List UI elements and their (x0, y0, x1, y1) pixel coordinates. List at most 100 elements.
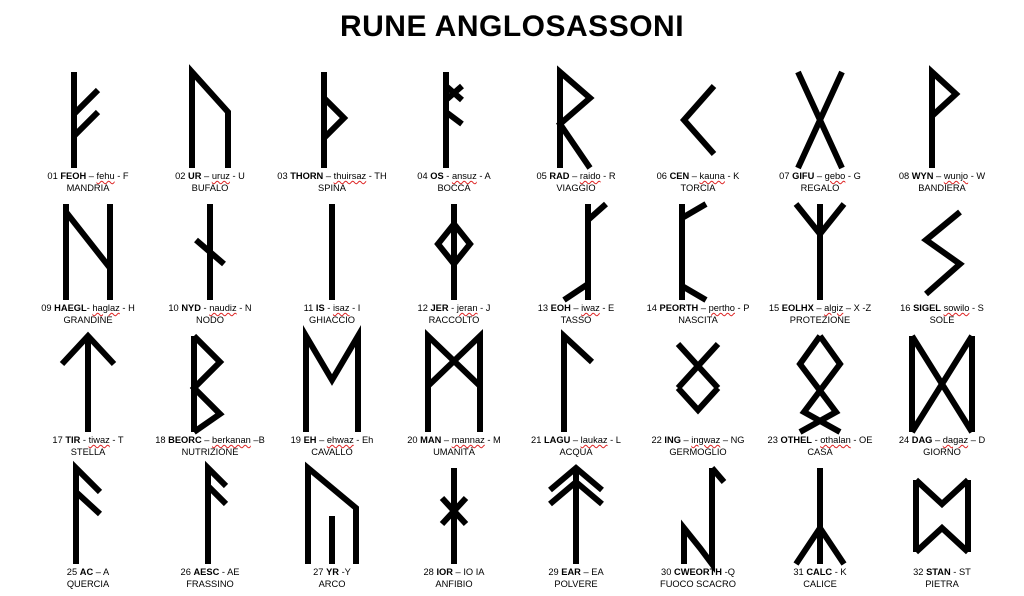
rune-number: 10 (168, 303, 179, 313)
rune-number: 04 (417, 171, 428, 181)
rune-translit: algiz (824, 303, 844, 313)
rune-sep: - (349, 303, 358, 313)
rune-name: WYN (911, 171, 934, 181)
rune-sep: - (724, 171, 734, 181)
rune-translit: isaz (332, 303, 350, 313)
rune-translit: tiwaz (88, 435, 110, 445)
rune-sound: NG (730, 435, 745, 445)
rune-sep: – (843, 303, 854, 313)
rune-sep: – (570, 303, 582, 313)
rune-sound: AE (227, 567, 240, 577)
rune-sound: I (357, 303, 361, 313)
rune-translit: fehu (96, 171, 115, 181)
rune-glyph-eh (292, 325, 372, 432)
rune-title-line: 30 CWEORTH -Q (633, 566, 763, 578)
rune-sep: - (443, 171, 452, 181)
rune-number: 16 (900, 303, 911, 313)
rune-translit: wunjo (943, 171, 969, 181)
rune-number: 26 (180, 567, 191, 577)
rune-glyph-dag (902, 334, 982, 434)
rune-number: 02 (175, 171, 186, 181)
rune-meaning: NASCITA (678, 315, 718, 325)
rune-sound: X -Z (853, 303, 872, 313)
rune-glyph-thorn (292, 72, 372, 168)
rune-translit: laukaz (580, 435, 608, 445)
rune-translit: ansuz (451, 171, 477, 181)
rune-name: RAD (549, 171, 570, 181)
rune-number: 18 (155, 435, 166, 445)
rune-sep: - (236, 303, 245, 313)
rune-title-line: 14 PEORTH – pertho - P (633, 302, 763, 314)
rune-sep: – (968, 435, 979, 445)
rune-meaning: PROTEZIONE (789, 315, 851, 325)
rune-title-line: 27 YR -Y (267, 566, 397, 578)
rune-meaning: MANDRIA (66, 183, 110, 193)
rune-number: 09 (41, 303, 52, 313)
rune-title-line: 10 NYD - naudiz - N (145, 302, 275, 314)
rune-title-line: 02 UR – uruz - U (145, 170, 275, 182)
rune-name: TIR (65, 435, 81, 445)
rune-number: 21 (531, 435, 542, 445)
rune-title-line: 21 LAGU – laukaz - L (511, 434, 641, 446)
rune-sep: - (119, 303, 129, 313)
rune-title-line: 01 FEOH – fehu - F (23, 170, 153, 182)
rune-sound: Q (727, 567, 735, 577)
rune-name: YR (326, 567, 339, 577)
rune-number: 14 (646, 303, 657, 313)
rune-sound: TH (374, 171, 387, 181)
rune-glyph-ing (658, 336, 738, 432)
rune-sep: - (832, 567, 841, 577)
rune-title-line: 08 WYN – wunjo - W (877, 170, 1007, 182)
rune-number: 12 (417, 303, 428, 313)
rune-sep: – (86, 171, 97, 181)
rune-number: 01 (47, 171, 58, 181)
page-title: RUNE ANGLOSASSONI (339, 10, 685, 43)
rune-sound: Eh (361, 435, 374, 445)
rune-sound: EA (591, 567, 604, 577)
rune-glyph-man (414, 328, 494, 432)
rune-sep: - (722, 567, 728, 577)
rune-translit: uruz (211, 171, 230, 181)
rune-glyph-beorc (170, 333, 250, 435)
rune-sep: - (338, 567, 345, 577)
rune-sep: – (813, 303, 825, 313)
rune-glyph-is (292, 204, 372, 300)
rune-meaning: CAVALLO (311, 447, 353, 457)
rune-name: EAR (561, 567, 581, 577)
rune-sep: – (323, 171, 334, 181)
rune-meaning: GIORNO (923, 447, 961, 457)
rune-meaning: NUTRIZIONE (181, 447, 239, 457)
rune-title-line: 24 DAG – dagaz – D (877, 434, 1007, 446)
rune-name: OS (430, 171, 444, 181)
rune-number: 17 (52, 435, 63, 445)
rune-meaning: RACCOLTO (428, 315, 480, 325)
rune-title-line: 28 IOR – IO IA (389, 566, 519, 578)
rune-translit: ingwaz (691, 435, 721, 445)
rune-glyph-gifu (780, 70, 860, 170)
rune-glyph-eoh (536, 201, 616, 303)
rune-meaning: SPINA (318, 183, 346, 193)
rune-translit: othalan (820, 435, 851, 445)
rune-glyph-lagu (536, 329, 616, 432)
rune-sep: – (93, 567, 103, 577)
rune-number: 20 (407, 435, 418, 445)
rune-sound: S (977, 303, 984, 313)
rune-glyph-eolhx (780, 202, 860, 300)
